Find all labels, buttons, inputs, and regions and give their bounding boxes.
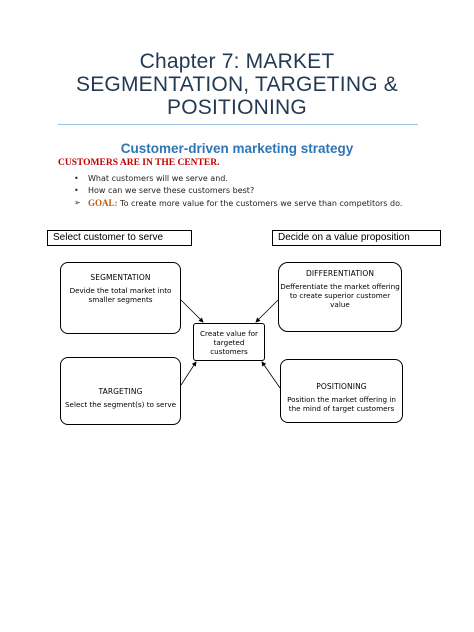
customers-center-note: CUSTOMERS ARE IN THE CENTER.	[58, 158, 220, 168]
arrow-from-targeting	[180, 361, 197, 386]
segmentation-description: Devide the total market into smaller seg…	[69, 286, 172, 304]
page-title: Chapter 7: MARKET SEGMENTATION, TARGETIN…	[0, 50, 474, 119]
section-subtitle: Customer-driven marketing strategy	[120, 141, 354, 156]
title-line-2: SEGMENTATION, TARGETING &	[76, 73, 398, 96]
list-item: • How can we serve these customers best?	[74, 185, 254, 197]
targeting-description: Select the segment(s) to serve	[65, 400, 176, 409]
select-customer-header: Select customer to serve	[47, 230, 192, 246]
targeting-heading: TARGETING	[98, 387, 143, 396]
segmentation-box: SEGMENTATION Devide the total market int…	[60, 262, 181, 334]
goal-text: To create more value for the customers w…	[117, 199, 403, 208]
positioning-description: Position the market offering in the mind…	[287, 395, 396, 413]
goal-statement: ➢ GOAL: To create more value for the cust…	[74, 197, 402, 210]
arrow-from-segmentation	[180, 299, 204, 323]
differentiation-box: DIFFERENTIATION Defferentiate the market…	[278, 262, 402, 332]
title-line-3: POSITIONING	[167, 96, 307, 119]
value-proposition-header: Decide on a value proposition	[272, 230, 441, 246]
targeting-box: TARGETING Select the segment(s) to serve	[60, 357, 181, 425]
list-item-text: How can we serve these customers best?	[88, 186, 255, 195]
differentiation-heading: DIFFERENTIATION	[305, 269, 375, 278]
create-value-text: Create value for targeted customers	[200, 329, 258, 356]
goal-label: GOAL:	[88, 198, 118, 208]
title-line-1: Chapter 7: MARKET	[139, 50, 335, 73]
bullet-icon: •	[74, 174, 79, 183]
positioning-box: POSITIONING Position the market offering…	[280, 359, 403, 423]
bullet-icon: •	[74, 186, 79, 195]
arrow-bullet-icon: ➢	[74, 198, 81, 207]
create-value-box: Create value for targeted customers	[193, 323, 265, 361]
arrow-from-differentiation	[255, 299, 279, 323]
segmentation-heading: SEGMENTATION	[90, 273, 151, 282]
list-item-text: What customers will we serve and.	[88, 174, 228, 183]
arrow-from-positioning	[261, 361, 281, 389]
positioning-heading: POSITIONING	[316, 382, 367, 391]
differentiation-description: Defferentiate the market offering to cre…	[280, 282, 400, 309]
question-list: • What customers will we serve and. • Ho…	[74, 173, 254, 197]
list-item: • What customers will we serve and.	[74, 173, 254, 185]
title-divider	[58, 124, 418, 125]
